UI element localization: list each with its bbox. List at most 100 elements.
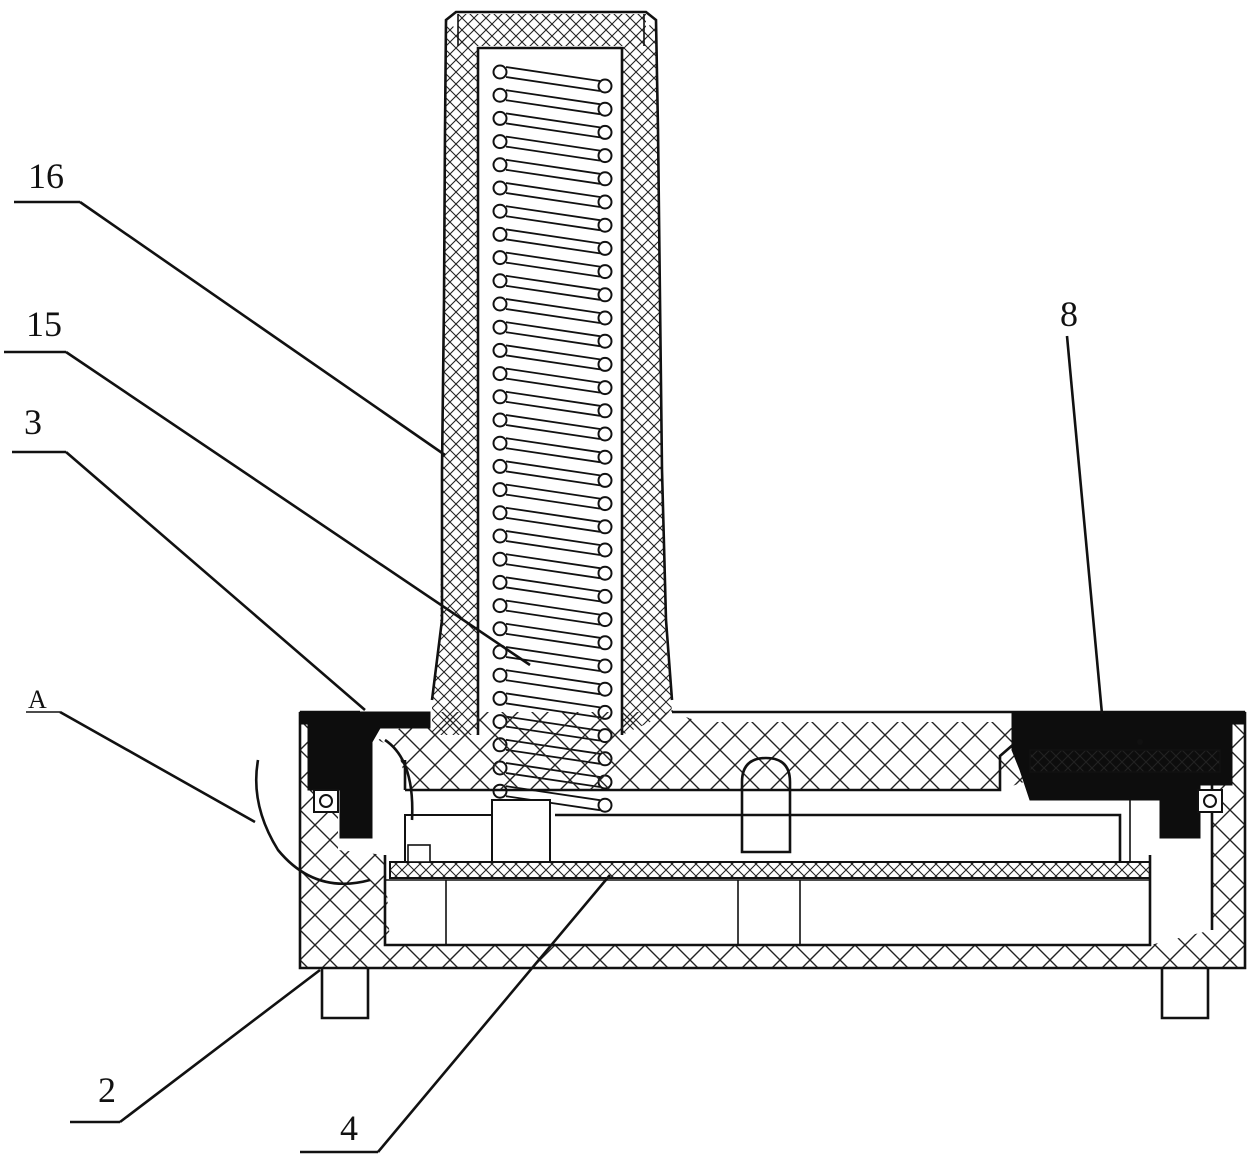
spring-coil-end <box>492 574 508 590</box>
label-2: 2 <box>98 1070 116 1110</box>
spring-wire <box>505 228 601 245</box>
spring-wire <box>505 437 601 454</box>
label-8: 8 <box>1060 294 1078 334</box>
spring-wire <box>505 321 601 338</box>
spring-wire <box>505 414 601 430</box>
spring <box>492 64 613 813</box>
spring-wire <box>505 135 601 152</box>
spring-coil-end <box>492 667 508 683</box>
spring-wire <box>505 344 601 361</box>
spring-wire <box>505 679 601 696</box>
spring-wire <box>505 66 601 82</box>
spring-wire <box>505 192 601 208</box>
spring-coil-end <box>492 389 508 405</box>
spring-wire <box>505 89 601 106</box>
spring-coil-end <box>492 110 508 126</box>
spring-coil-end <box>597 264 613 280</box>
spring-wire <box>505 168 601 185</box>
spring-coil-end <box>492 157 508 173</box>
spring-wire <box>505 284 601 301</box>
spring-coil-end <box>597 426 613 442</box>
spring-coil-end <box>597 472 613 488</box>
spring-coil-end <box>492 690 508 706</box>
spring-coil-end <box>597 681 613 697</box>
label-4: 4 <box>340 1108 358 1148</box>
spring-wire <box>505 646 601 662</box>
spring-coil-end <box>492 296 508 312</box>
spring-coil-end <box>597 240 613 256</box>
spring-wire <box>505 530 601 546</box>
spring-wire <box>505 506 601 523</box>
spring-wire <box>505 460 601 477</box>
spring-coil-end <box>492 226 508 242</box>
spring-coil-end <box>492 412 508 428</box>
spring-wire <box>505 470 601 487</box>
spring-coil-end <box>597 217 613 233</box>
spring-coil-end <box>492 598 508 614</box>
spring-coil-end <box>597 171 613 187</box>
spring-coil-end <box>492 64 508 80</box>
spring-coil-end <box>597 658 613 674</box>
spring-wire <box>505 251 601 268</box>
spring-coil-end <box>597 287 613 303</box>
spring-wire <box>505 447 601 464</box>
spring-wire <box>505 377 601 394</box>
spring-wire <box>505 563 601 580</box>
spring-wire <box>505 493 601 510</box>
spring-wire <box>505 609 601 626</box>
spring-coil-end <box>597 380 613 396</box>
spring-coil-end <box>597 542 613 558</box>
spring-wire <box>505 274 601 291</box>
spring-wire <box>505 400 601 417</box>
spring-coil-end <box>597 194 613 210</box>
spring-coil-end <box>597 635 613 651</box>
spring-wire <box>505 354 601 371</box>
spring-wire <box>505 692 601 709</box>
spring-coil-end <box>597 565 613 581</box>
spring-wire <box>505 122 601 139</box>
spring-wire <box>505 331 601 348</box>
label-15: 15 <box>26 304 62 344</box>
spring-wire <box>505 632 601 649</box>
spring-wire <box>505 669 601 686</box>
spring-coil-end <box>492 273 508 289</box>
spring-coil-end <box>597 124 613 140</box>
detail-circle-a <box>254 738 414 886</box>
seal-rings <box>313 789 1223 813</box>
spring-wire <box>505 158 601 175</box>
spring-coil-end <box>492 528 508 544</box>
spring-wire <box>505 182 601 198</box>
spring-coil-end <box>492 134 508 150</box>
spring-coil-end <box>492 342 508 358</box>
spring-coil-end <box>492 458 508 474</box>
reference-labels: 16 15 3 A 8 2 4 <box>24 156 1078 1148</box>
label-a: A <box>28 685 47 714</box>
spring-coil-end <box>597 519 613 535</box>
label-16: 16 <box>28 156 64 196</box>
spring-wire <box>505 424 601 440</box>
spring-coil-end <box>597 449 613 465</box>
spring-wire <box>505 76 601 92</box>
spring-coil-end <box>597 148 613 164</box>
spring-coil-end <box>597 496 613 512</box>
spring-wire <box>505 576 601 593</box>
spring-wire <box>505 622 601 639</box>
spring-wire <box>505 145 601 162</box>
spring-coil-end <box>492 366 508 382</box>
spring-coil-end <box>492 435 508 451</box>
spring-wire <box>505 261 601 278</box>
spring-wire <box>505 483 601 500</box>
spring-coil-end <box>597 78 613 94</box>
leader-lines <box>4 200 1104 1154</box>
capsule-component <box>740 756 792 854</box>
spring-wire <box>505 390 601 407</box>
spring-coil-end <box>597 333 613 349</box>
spring-coil-end <box>597 588 613 604</box>
spring-wire <box>505 599 601 616</box>
spring-wire <box>505 586 601 603</box>
spring-coil-end <box>597 310 613 326</box>
spring-coil-end <box>492 203 508 219</box>
spring-wire <box>505 553 601 570</box>
spring-wire <box>505 205 601 222</box>
spring-wire <box>505 238 601 255</box>
